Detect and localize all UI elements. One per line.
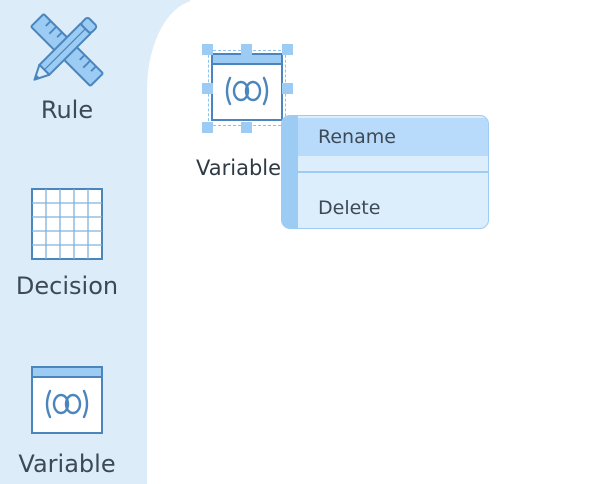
canvas-node-label: Variable <box>196 156 282 180</box>
resize-handle-top[interactable] <box>241 44 252 55</box>
menu-separator <box>298 171 488 173</box>
variable-icon <box>31 366 103 434</box>
palette-item-rule[interactable]: Rule <box>0 8 134 133</box>
palette-item-variable[interactable]: Variable <box>0 366 134 484</box>
grid-table-icon <box>31 188 103 260</box>
palette-item-label: Decision <box>15 272 119 300</box>
resize-handle-right[interactable] <box>282 83 293 94</box>
menu-icon-strip <box>282 116 298 228</box>
menu-item-rename[interactable]: Rename <box>298 118 488 156</box>
resize-handle-bottom-left[interactable] <box>202 122 213 133</box>
resize-handle-left[interactable] <box>202 83 213 94</box>
palette-item-label: Variable <box>18 450 116 478</box>
resize-handle-bottom[interactable] <box>241 122 252 133</box>
resize-handle-top-left[interactable] <box>202 44 213 55</box>
canvas-variable-node[interactable] <box>202 44 293 133</box>
ruler-pencil-icon <box>30 13 104 87</box>
context-menu: Rename Delete <box>281 115 489 229</box>
menu-item-delete[interactable]: Delete <box>318 197 381 219</box>
resize-handle-top-right[interactable] <box>282 44 293 55</box>
palette-item-decision[interactable]: Decision <box>0 186 134 306</box>
variable-icon <box>211 53 283 121</box>
palette-item-label: Rule <box>40 96 94 124</box>
